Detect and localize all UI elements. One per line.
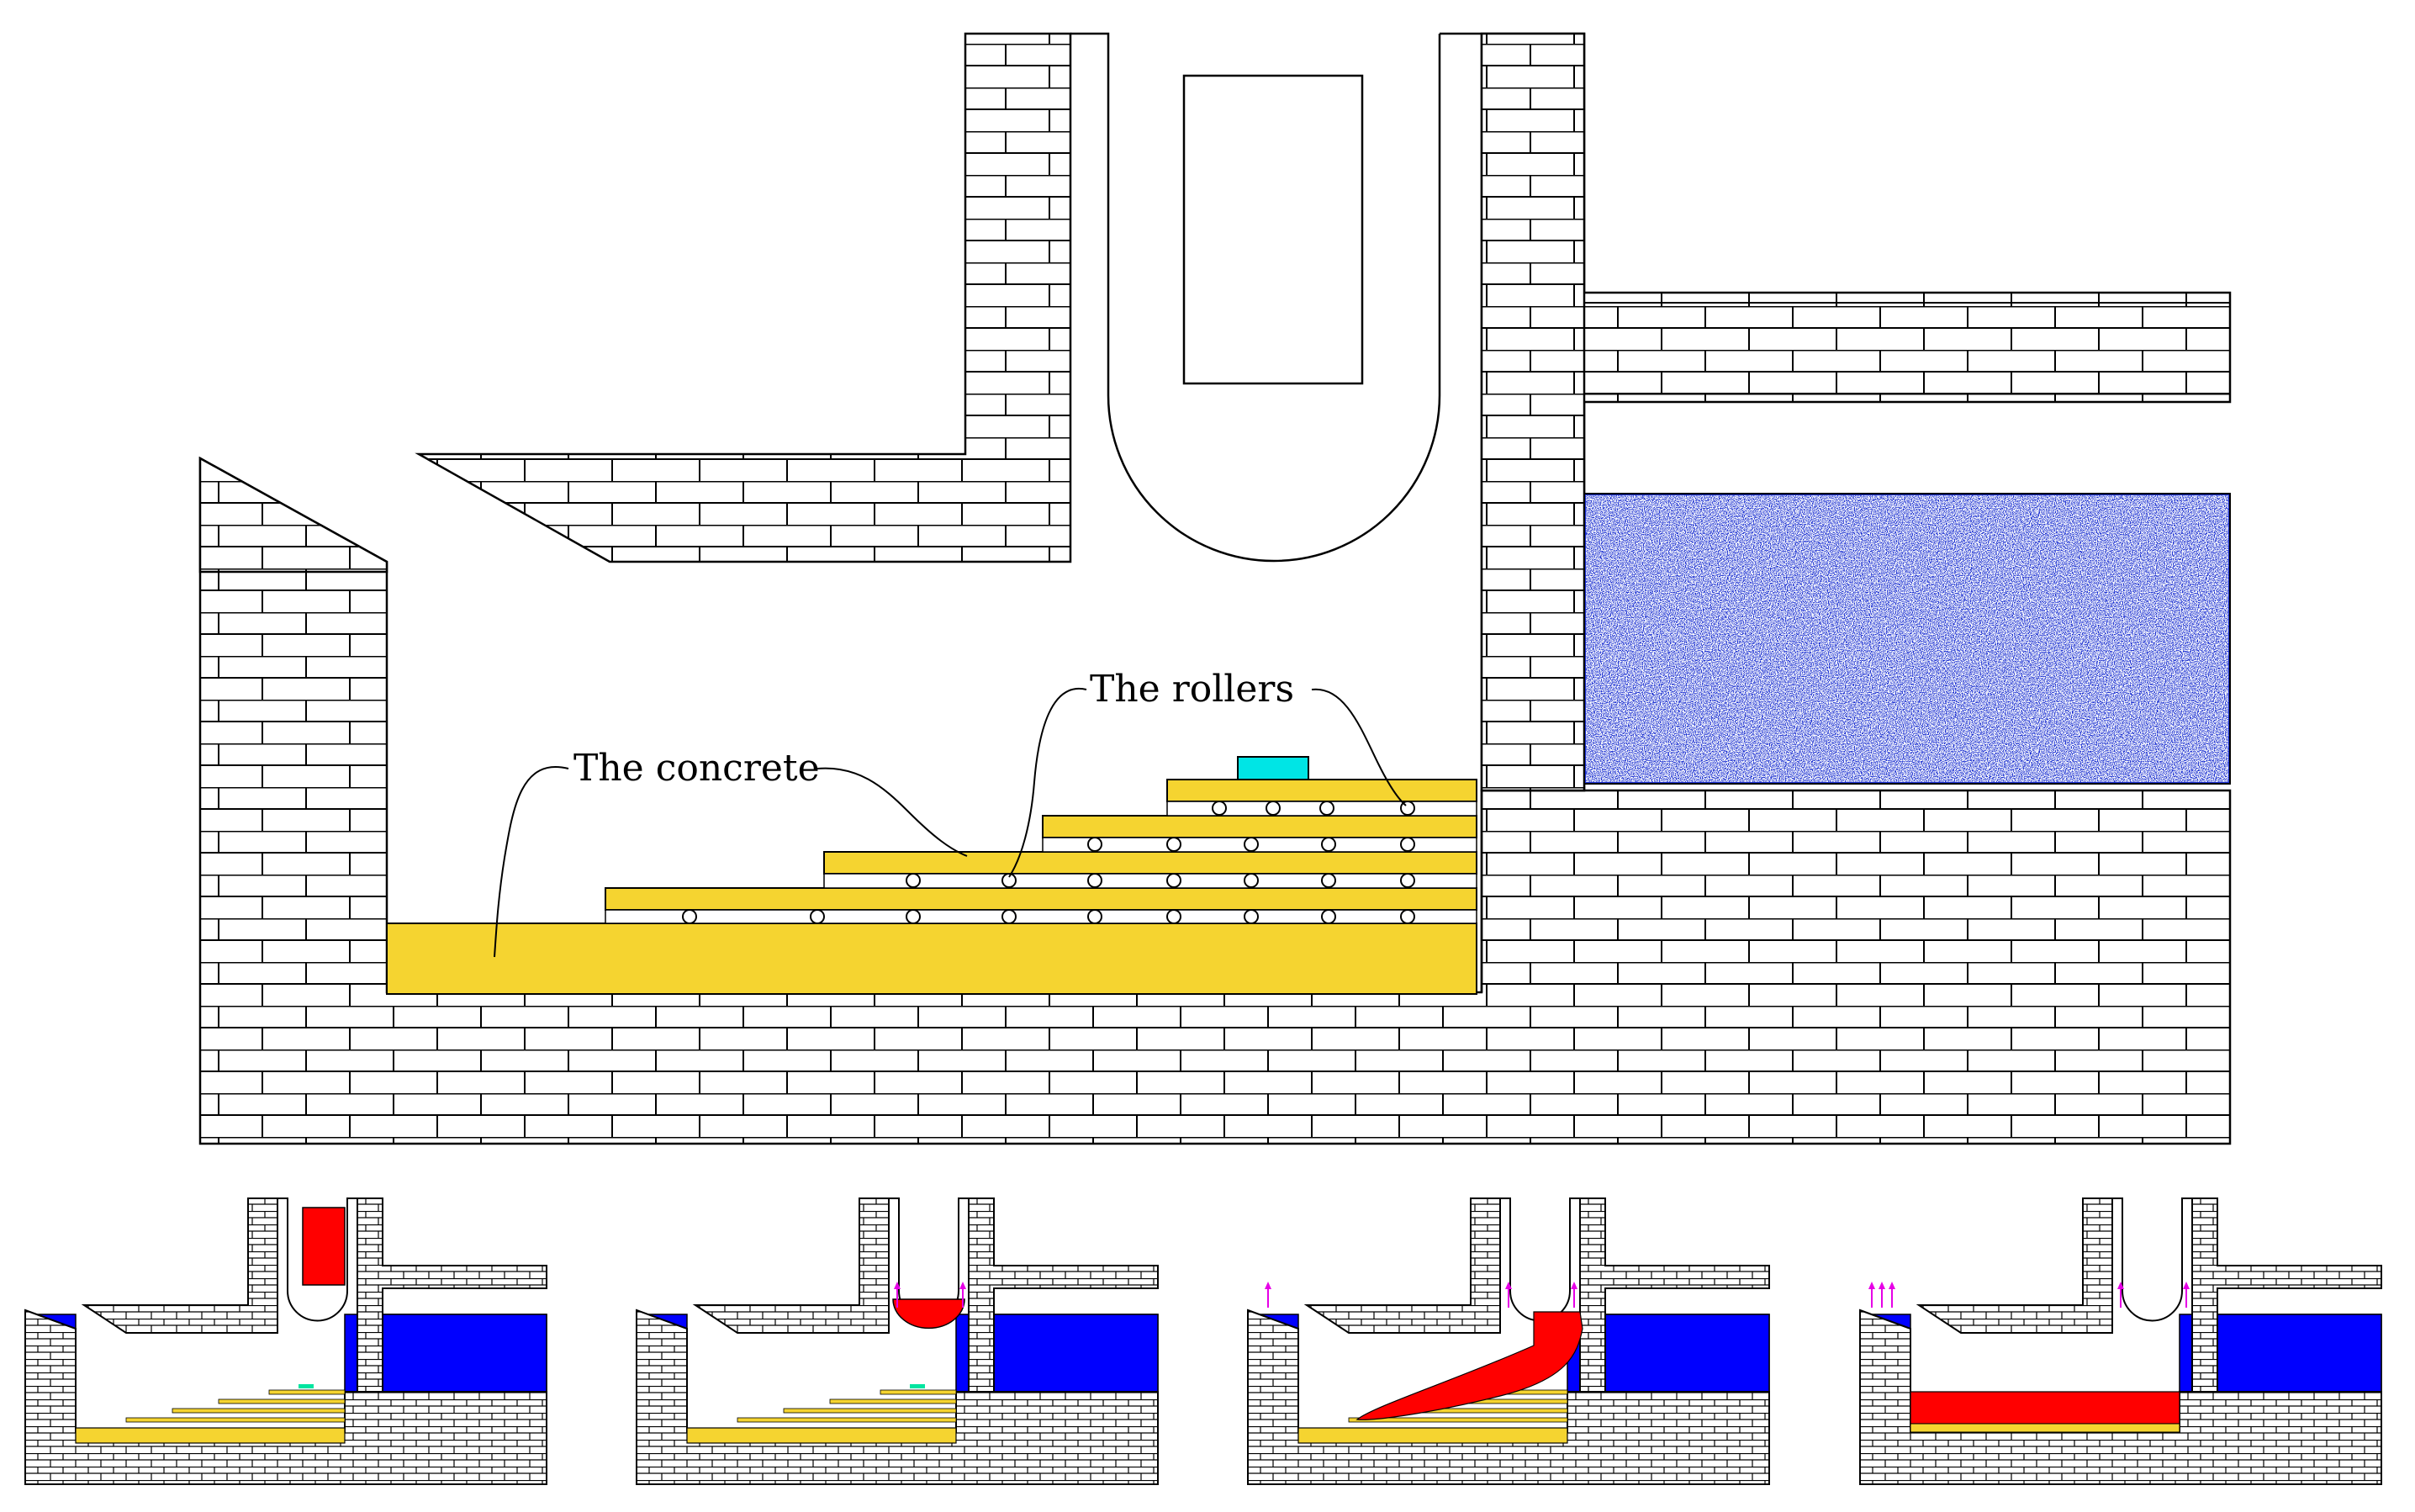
upper-left-wall (1303, 1197, 1501, 1334)
right-wall (968, 1197, 1159, 1393)
roller (906, 909, 921, 924)
vapor-arrow-head (1879, 1282, 1885, 1289)
stair-slab (268, 1389, 346, 1395)
roller (1087, 873, 1102, 888)
vapor-arrow-head (2183, 1282, 2190, 1289)
leader-concrete-1 (494, 766, 569, 958)
sequence-panels (24, 1197, 2382, 1485)
leader-rollers-1 (1008, 687, 1087, 878)
melt-flow (1355, 1311, 1583, 1420)
roller (1266, 801, 1281, 816)
stair-slab-1 (605, 887, 1477, 911)
stair-slab-4 (1166, 779, 1477, 802)
roller (1321, 909, 1336, 924)
roller (906, 873, 921, 888)
stair-slab (1348, 1417, 1568, 1423)
concrete-base (75, 1427, 346, 1444)
roller (1166, 837, 1181, 852)
roller (682, 909, 697, 924)
stair-slab (737, 1417, 957, 1423)
roller (1321, 837, 1336, 852)
label-concrete: The concrete (573, 747, 820, 790)
vapor-arrow-head (1571, 1282, 1577, 1289)
melt-pool (892, 1298, 965, 1330)
crucible-insert (1182, 74, 1364, 385)
rollers (682, 801, 1415, 924)
roller (1321, 873, 1336, 888)
concrete-base (1297, 1427, 1568, 1444)
vapor-arrow-head (1889, 1282, 1895, 1289)
right-wall (1579, 1197, 1770, 1393)
main-diagram: The concrete The rollers (198, 32, 2232, 1145)
panel-1 (24, 1197, 547, 1485)
right-column (1480, 32, 1586, 792)
vapor-arrow-head (1505, 1282, 1512, 1289)
vapor-arrow-head (894, 1282, 901, 1289)
roller (1244, 909, 1259, 924)
leader-rollers-2 (1311, 688, 1407, 806)
leader-concrete-2 (816, 767, 968, 857)
stair-slab (829, 1398, 957, 1404)
roller (1166, 909, 1181, 924)
roller (1166, 873, 1181, 888)
cyan-block (299, 1384, 314, 1388)
roller (1087, 909, 1102, 924)
roller (810, 909, 825, 924)
roller (1087, 837, 1102, 852)
label-rollers: The rollers (1090, 668, 1294, 711)
roller (1001, 909, 1017, 924)
roller (1400, 837, 1415, 852)
stair-slab-2 (823, 851, 1477, 875)
roller (1244, 837, 1259, 852)
right-wall (2191, 1197, 2382, 1393)
melt-layer (1910, 1391, 2180, 1425)
vapor-arrow-head (1868, 1282, 1875, 1289)
panel-4 (1859, 1197, 2382, 1485)
roller (1400, 909, 1415, 924)
stair-slab-3 (1042, 815, 1477, 838)
vapor-arrow-head (959, 1282, 966, 1289)
vapor-arrow-head (2117, 1282, 2124, 1289)
upper-left-wall (692, 1197, 890, 1334)
roller (1244, 873, 1259, 888)
roller (1400, 873, 1415, 888)
upper-left-wall (415, 32, 1072, 563)
upper-left-wall (1916, 1197, 2113, 1334)
roller (1212, 801, 1227, 816)
hot-block (302, 1207, 346, 1286)
stair-slab (783, 1408, 957, 1414)
cyan-block (1237, 756, 1309, 780)
concrete-base (386, 923, 1477, 995)
roller (1319, 801, 1334, 816)
crucible (1500, 1197, 1580, 1322)
concrete-base (1910, 1423, 2180, 1433)
left-wall-cap (198, 456, 388, 574)
vapor-arrow-head (1265, 1282, 1271, 1289)
upper-left-wall (81, 1197, 278, 1334)
stair-slab (218, 1398, 346, 1404)
stair-slab (172, 1408, 346, 1414)
cyan-block (910, 1384, 925, 1388)
panel-2 (636, 1197, 1159, 1485)
concrete-base (686, 1427, 957, 1444)
right-wall (357, 1197, 547, 1393)
roller (1001, 873, 1017, 888)
panel-3 (1247, 1197, 1770, 1485)
stair-slab (125, 1417, 346, 1423)
crucible (2112, 1197, 2192, 1322)
stair-slab (880, 1389, 957, 1395)
